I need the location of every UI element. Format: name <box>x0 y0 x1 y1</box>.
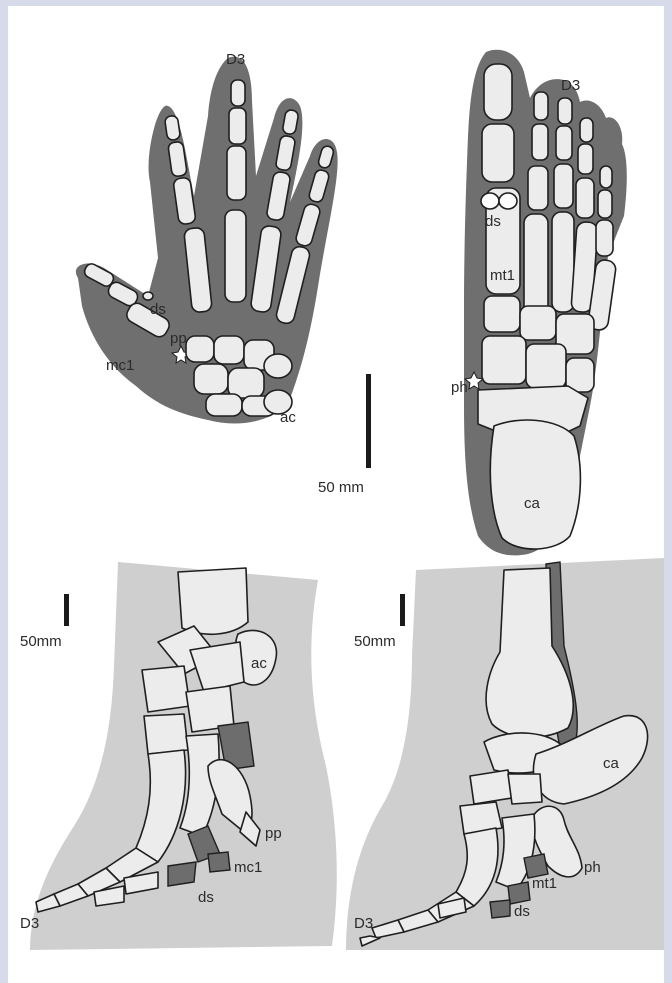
hand-lateral-pp-label: pp <box>265 825 282 842</box>
foot-lateral-mt1-label: mt1 <box>532 875 557 892</box>
foot-plantar-d3-label: D3 <box>561 77 580 94</box>
foot-plantar-ca-label: ca <box>524 495 541 512</box>
hand-lateral-radius <box>178 568 248 634</box>
hand-dorsal-ds-label: ds <box>150 301 166 318</box>
hand-lateral-panel: 50mm ac <box>20 562 337 950</box>
hand-dorsal-d3-label: D3 <box>226 51 245 68</box>
hand-lateral-ds-label: ds <box>198 889 214 906</box>
foot-plantar-mt1-label: mt1 <box>490 267 515 284</box>
foot-lateral-scale-bar <box>400 594 405 626</box>
scale-bar-center: 50 mm <box>318 374 371 496</box>
anatomy-figure: D3 ds pp mc1 ac 50 mm <box>8 6 664 983</box>
foot-plantar-panel: D3 ds mt1 ph ca <box>451 50 627 556</box>
hand-dorsal-pp-label: pp <box>170 330 187 347</box>
foot-calcaneus <box>490 420 580 549</box>
hand-lateral-scale-label: 50mm <box>20 633 62 650</box>
hand-lateral-mc1-label: mc1 <box>234 859 262 876</box>
hand-lateral-ac-label: ac <box>251 655 267 672</box>
foot-lateral-panel: 50mm ca ph mt1 <box>346 558 664 950</box>
foot-plantar-ph-label: ph <box>451 379 468 396</box>
hand-lateral-d3-label: D3 <box>20 915 39 932</box>
hand-lateral-scale-bar <box>64 594 69 626</box>
foot-plantar-ds-label: ds <box>485 213 501 230</box>
scale-bar-center-label: 50 mm <box>318 479 364 496</box>
hand-dorsal-panel: D3 ds pp mc1 ac <box>76 51 338 426</box>
hand-dorsal-mc1-label: mc1 <box>106 357 134 374</box>
foot-lateral-ph-label: ph <box>584 859 601 876</box>
foot-lateral-d3-label: D3 <box>354 915 373 932</box>
hand-sesamoid <box>143 292 153 300</box>
foot-lateral-scale-label: 50mm <box>354 633 396 650</box>
hand-dorsal-ac-label: ac <box>280 409 296 426</box>
foot-lateral-ca-label: ca <box>603 755 620 772</box>
foot-lateral-ds-label: ds <box>514 903 530 920</box>
